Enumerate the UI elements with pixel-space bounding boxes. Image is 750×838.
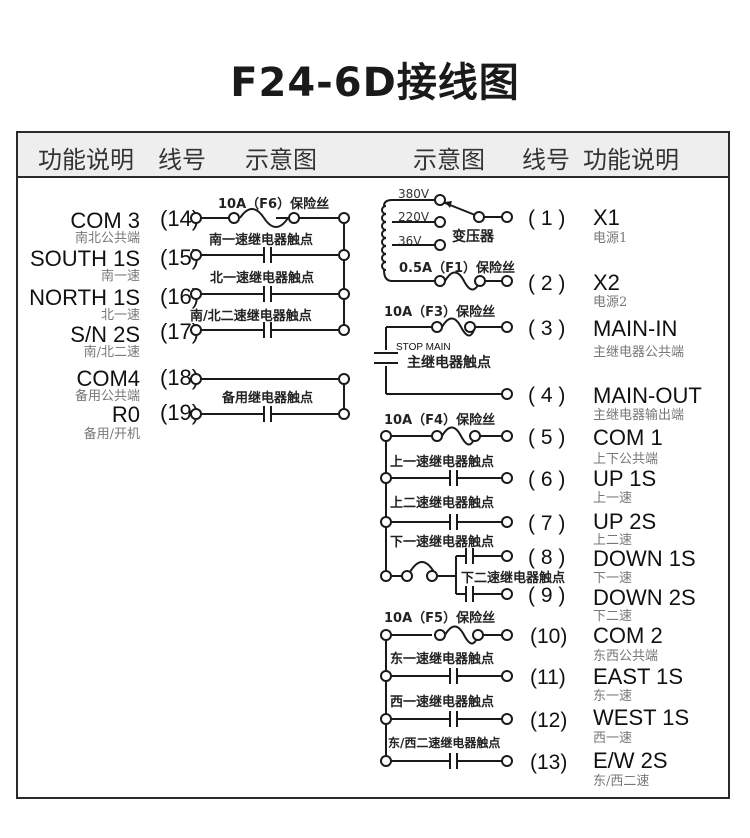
fuse-f6-label: 10A（F6）保险丝 [218,196,329,212]
terminal-desc-10: 东西公共端 [593,649,658,664]
terminal-name-19: R0 [112,402,140,427]
wire-num-6: ( 6 ) [528,468,565,491]
right-schematic: 380V 220V 36V 变压器 0.5A（F1）保险丝 10A（F3）保险丝 [374,187,565,769]
terminal-desc-12: 西一速 [593,731,632,746]
left-schematic: 10A（F6）保险丝 南一速继电器触点 北一速继电器触点 南/北二速继电器触点 … [190,196,350,422]
right-wire-numbers: ( 1 ) ( 2 ) ( 3 ) ( 4 ) ( 5 ) ( 6 ) ( 7 … [528,207,567,774]
header-wire-right: 线号 [522,146,570,174]
terminal-desc-1: 电源1 [593,231,627,246]
terminal-name-2: X2 [593,270,620,295]
wire-num-12: (12) [530,709,567,732]
header-diagram-left: 示意图 [245,146,317,174]
left-wire-numbers: (14) (15) (16) (17) (18) (19) [160,206,199,425]
right-terminal-labels: X1 电源1 X2 电源2 MAIN-IN 主继电器公共端 MAIN-OUT 主… [593,205,702,789]
relay-down1-label: 下一速继电器触点 [390,534,494,550]
fuse-f1-icon [444,271,481,291]
terminal-desc-16: 北一速 [101,308,140,323]
fuse-f4-label: 10A（F4）保险丝 [384,412,495,428]
fuse-f5-label: 10A（F5）保险丝 [384,610,495,626]
wire-num-4: ( 4 ) [528,384,565,407]
terminal-desc-9: 下二速 [593,609,632,624]
wire-num-1: ( 1 ) [528,207,565,230]
terminal-name-7: UP 2S [593,509,656,534]
terminal-desc-3: 主继电器公共端 [593,345,684,360]
wire-num-3: ( 3 ) [528,317,565,340]
terminal-desc-19: 备用/开机 [84,426,140,442]
terminal-name-11: EAST 1S [593,664,683,689]
wire-num-13: (13) [530,751,567,774]
terminal-name-4: MAIN-OUT [593,383,702,408]
terminal-name-17: S/N 2S [70,322,140,347]
terminal-desc-5: 上下公共端 [593,452,658,467]
fuse-f1-label: 0.5A（F1）保险丝 [399,260,515,276]
terminal-name-9: DOWN 2S [593,585,696,610]
relay-east1-label: 东一速继电器触点 [390,651,494,667]
terminal-desc-14: 南北公共端 [75,230,140,246]
terminal-name-5: COM 1 [593,425,663,450]
terminal-14-icon [190,212,202,224]
fuse-f5-icon [444,625,479,645]
table-header [16,131,730,178]
transformer-label: 变压器 [452,228,495,245]
stop-main-label: STOP MAIN [396,342,451,353]
interlock-switch-icon [401,570,413,582]
terminal-name-10: COM 2 [593,623,663,648]
terminal-desc-6: 上一速 [593,491,632,506]
fuse-f3-label: 10A（F3）保险丝 [384,304,495,320]
terminal-name-16: NORTH 1S [29,285,140,310]
terminal-name-18: COM4 [76,366,140,391]
terminal-desc-8: 下一速 [593,571,632,586]
relay-west1-label: 西一速继电器触点 [390,694,494,710]
terminal-name-1: X1 [593,205,620,230]
relay-up1-label: 上一速继电器触点 [390,454,494,470]
voltage-220-label: 220V [398,210,430,224]
header-wire-left: 线号 [158,146,206,174]
terminal-name-15: SOUTH 1S [30,246,140,271]
wire-num-2: ( 2 ) [528,272,565,295]
wire-num-11: (11) [530,666,566,689]
relay-sn2-label: 南/北二速继电器触点 [190,308,312,324]
relay-spare-label: 备用继电器触点 [221,390,313,406]
voltage-380-label: 380V [398,187,430,201]
header-function-right: 功能说明 [583,146,679,174]
terminal-desc-4: 主继电器输出端 [593,407,684,423]
terminal-desc-18: 备用公共端 [75,388,140,404]
wire-num-7: ( 7 ) [528,512,565,535]
fuse-f6-icon [239,208,289,228]
terminal-name-8: DOWN 1S [593,546,696,571]
terminal-name-13: E/W 2S [593,748,668,773]
terminal-name-3: MAIN-IN [593,316,677,341]
wire-num-8: ( 8 ) [528,546,565,569]
terminal-desc-7: 上二速 [593,533,632,548]
relay-ew2-label: 东/西二速继电器触点 [388,735,500,750]
terminal-desc-17: 南/北二速 [84,344,140,360]
terminal-desc-13: 东/西二速 [593,774,649,789]
relay-south1-label: 南一速继电器触点 [209,232,313,248]
fuse-f4-icon [441,426,476,446]
relay-north1-label: 北一速继电器触点 [210,270,314,286]
header-diagram-right: 示意图 [413,146,485,174]
relay-down2-label: 下二速继电器触点 [461,570,565,586]
terminal-name-14: COM 3 [70,208,140,233]
left-terminal-labels: COM 3 南北公共端 SOUTH 1S 南一速 NORTH 1S 北一速 S/… [29,208,140,442]
header-function-left: 功能说明 [38,146,134,174]
terminal-desc-11: 东一速 [593,689,632,704]
terminal-name-6: UP 1S [593,466,656,491]
relay-up2-label: 上二速继电器触点 [390,495,494,511]
page-title: F24-6D接线图 [230,60,520,106]
wire-num-5: ( 5 ) [528,426,565,449]
terminal-desc-2: 电源2 [593,295,627,310]
transformer-coil-icon [383,199,440,207]
wire-num-10: (10) [530,625,567,648]
terminal-name-12: WEST 1S [593,705,689,730]
relay-main-label: 主继电器触点 [407,354,491,371]
fuse-f3-icon [441,317,476,337]
terminal-desc-15: 南一速 [101,268,140,284]
wire-num-9: ( 9 ) [528,584,565,607]
